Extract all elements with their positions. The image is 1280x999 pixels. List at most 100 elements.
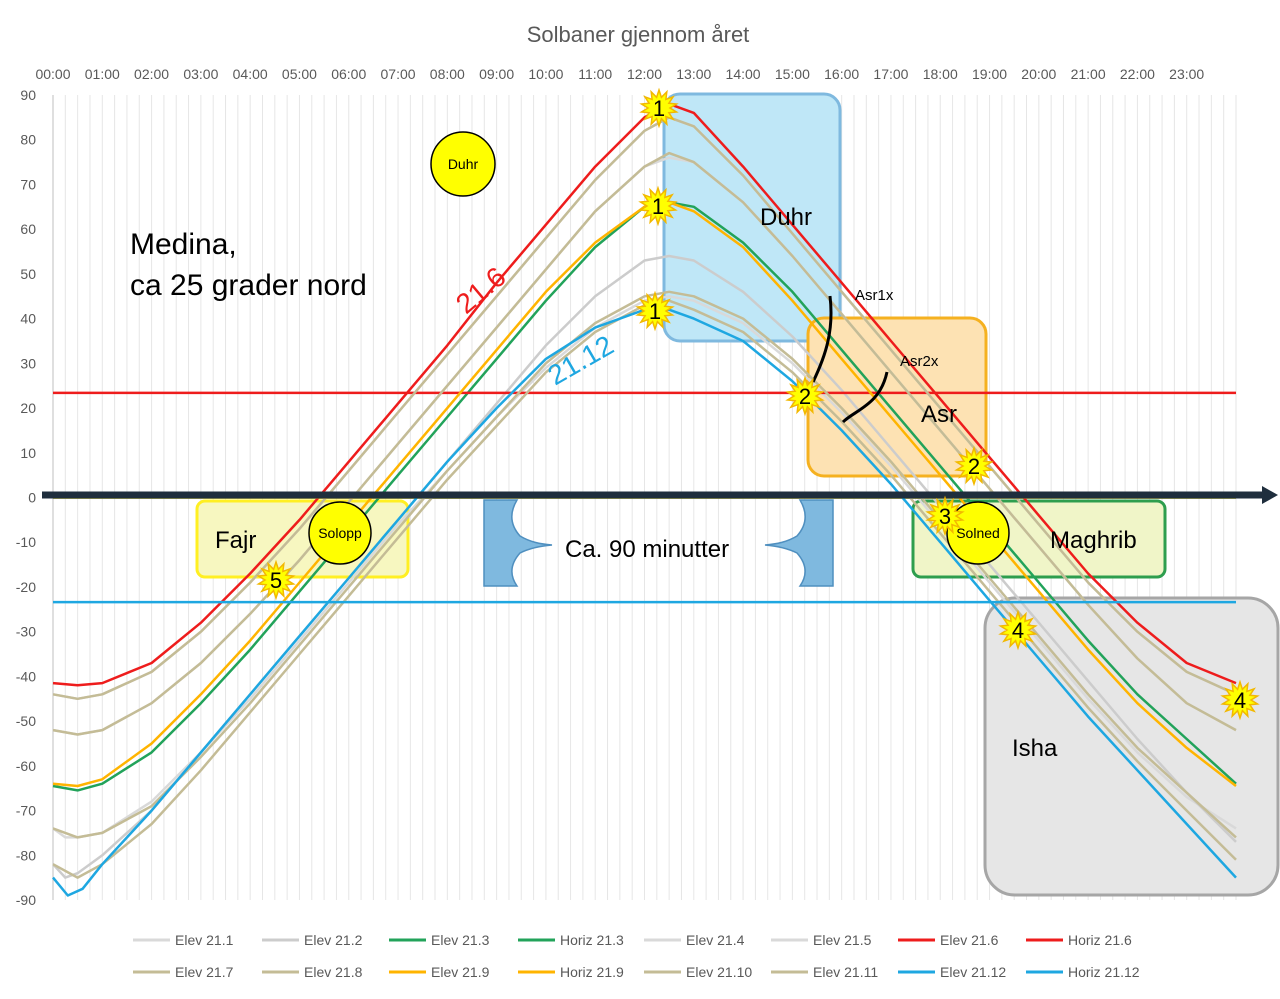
isha-label: Isha	[1012, 735, 1058, 762]
x-tick-label: 23:00	[1169, 66, 1204, 82]
solopp-label: Solopp	[318, 525, 362, 541]
y-tick-label: 80	[20, 132, 36, 148]
y-tick-label: -40	[16, 668, 36, 684]
time-marker-number: 4	[1234, 688, 1246, 713]
y-tick-label: -70	[16, 803, 36, 819]
x-tick-label: 08:00	[430, 66, 465, 82]
duhr-sun-circle	[430, 131, 496, 197]
series-line	[52, 116, 1237, 701]
y-tick-label: 10	[20, 445, 36, 461]
legend-label: Horiz 21.3	[560, 932, 624, 948]
solned-sun-circle	[946, 501, 1010, 565]
legend-label: Elev 21.4	[686, 932, 745, 948]
asr-box-label: Asr	[921, 401, 957, 428]
x-tick-label: 10:00	[528, 66, 563, 82]
series-line	[52, 295, 1237, 839]
x-tick-label: 01:00	[85, 66, 120, 82]
legend-label: Elev 21.3	[431, 932, 490, 948]
legend-label: Elev 21.11	[813, 964, 878, 980]
legend-label: Elev 21.2	[304, 932, 363, 948]
x-tick-label: 19:00	[972, 66, 1007, 82]
legend-label: Elev 21.10	[686, 964, 752, 980]
x-tick-label: 20:00	[1021, 66, 1056, 82]
y-tick-label: -10	[16, 534, 36, 550]
x-tick-label: 07:00	[381, 66, 416, 82]
legend-label: Horiz 21.12	[1068, 964, 1140, 980]
x-tick-label: 00:00	[35, 66, 70, 82]
y-tick-label: -20	[16, 579, 36, 595]
duhr-circle-label: Duhr	[448, 156, 479, 172]
time-marker-star	[998, 609, 1038, 651]
x-tick-label: 06:00	[331, 66, 366, 82]
time-marker-number: 3	[939, 504, 951, 529]
x-tick-label: 18:00	[923, 66, 958, 82]
x-tick-label: 09:00	[479, 66, 514, 82]
legend-label: Elev 21.12	[940, 964, 1006, 980]
time-marker-star	[925, 495, 965, 537]
legend-label: Horiz 21.9	[560, 964, 624, 980]
time-marker-number: 4	[1012, 618, 1024, 643]
x-tick-label: 13:00	[676, 66, 711, 82]
y-tick-label: -90	[16, 892, 36, 908]
x-tick-label: 16:00	[824, 66, 859, 82]
maghrib-label: Maghrib	[1050, 527, 1137, 554]
y-tick-label: 20	[20, 400, 36, 416]
legend-label: Horiz 21.6	[1068, 932, 1132, 948]
y-tick-label: -60	[16, 758, 36, 774]
y-tick-label: 40	[20, 311, 36, 327]
x-tick-label: 17:00	[873, 66, 908, 82]
location-line2: ca 25 grader nord	[130, 269, 367, 302]
x-tick-label: 22:00	[1120, 66, 1155, 82]
brace-right	[764, 499, 834, 587]
y-tick-label: -50	[16, 713, 36, 729]
legend-label: Elev 21.6	[940, 932, 999, 948]
y-tick-label: 50	[20, 266, 36, 282]
time-marker-number: 5	[270, 568, 282, 593]
x-tick-label: 03:00	[183, 66, 218, 82]
y-tick-label: 70	[20, 176, 36, 192]
time-marker-star	[1220, 679, 1260, 721]
time-marker-star	[785, 375, 825, 417]
fajr-label: Fajr	[215, 527, 256, 554]
time-marker-number: 1	[652, 194, 664, 219]
y-tick-label: 30	[20, 355, 36, 371]
time-marker-number: 1	[653, 96, 665, 121]
chart-title: Solbaner gjennom året	[527, 22, 750, 47]
x-tick-label: 12:00	[627, 66, 662, 82]
legend-label: Elev 21.1	[175, 932, 234, 948]
ca90-label: Ca. 90 minutter	[565, 536, 729, 563]
time-marker-number: 2	[968, 454, 980, 479]
solned-label: Solned	[956, 525, 1000, 541]
x-tick-label: 05:00	[282, 66, 317, 82]
series-line	[52, 151, 1237, 736]
asr2x-label: Asr2x	[900, 353, 939, 370]
time-marker-star	[954, 445, 994, 487]
y-tick-label: 0	[28, 490, 36, 506]
solopp-sun-circle	[308, 501, 372, 565]
y-tick-label: -80	[16, 847, 36, 863]
duhr-box	[662, 92, 842, 343]
brace-left	[483, 499, 553, 587]
horizon-arrowhead	[1262, 486, 1278, 504]
asr2x-curve	[841, 371, 889, 424]
time-marker-star	[638, 185, 678, 227]
y-tick-label: 60	[20, 221, 36, 237]
x-tick-label: 15:00	[775, 66, 810, 82]
time-marker-star	[635, 290, 675, 332]
legend-label: Elev 21.5	[813, 932, 872, 948]
y-tick-label: 90	[20, 87, 36, 103]
time-marker-star	[639, 87, 679, 129]
duhr-box-label: Duhr	[760, 204, 812, 231]
asr1x-label: Asr1x	[855, 287, 894, 304]
time-marker-number: 2	[799, 384, 811, 409]
x-tick-label: 11:00	[578, 66, 612, 82]
x-tick-label: 14:00	[726, 66, 761, 82]
location-line1: Medina,	[130, 228, 237, 261]
legend-label: Elev 21.9	[431, 964, 490, 980]
tick-layer: 90 80 70 60 50 40 30 20 10 0 -10 -20 -30 -40 -50 -60 -70…	[16, 66, 1205, 908]
x-tick-label: 02:00	[134, 66, 169, 82]
y-tick-label: -30	[16, 624, 36, 640]
